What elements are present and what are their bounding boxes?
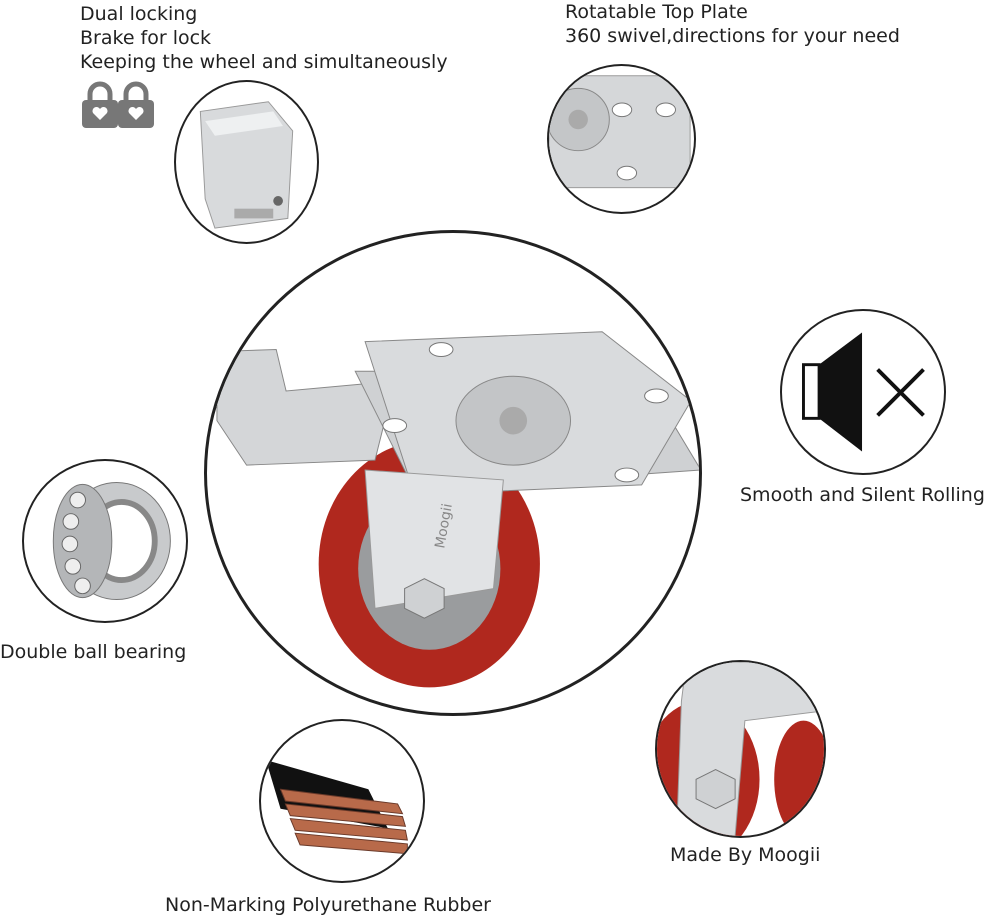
top-plate-line-1: Rotatable Top Plate [565, 1, 748, 23]
made-by-label: Made By Moogii [670, 844, 821, 866]
locking-line-1: Dual locking [80, 3, 198, 25]
ball-bearing-label: Double ball bearing [0, 641, 187, 663]
rubber-layers-image [259, 719, 425, 883]
moogii-detail-image [655, 660, 826, 838]
caster-wheel-main-image: Moogii [204, 230, 702, 716]
top-plate-detail-image [547, 64, 696, 214]
silent-rolling-image [780, 309, 946, 475]
locking-line-3: Keeping the wheel and simultaneously [80, 51, 448, 73]
silent-rolling-label: Smooth and Silent Rolling [740, 484, 985, 506]
brand-mark: Moogii [432, 502, 456, 549]
top-plate-line-2: 360 swivel,directions for your need [565, 25, 900, 47]
locking-line-2: Brake for lock [80, 27, 212, 49]
locking-feature-text: Dual locking Brake for lock Keeping the … [80, 2, 448, 74]
ball-bearing-image [22, 459, 188, 623]
padlock-hearts-icon [82, 81, 154, 128]
rubber-label: Non-Marking Polyurethane Rubber [165, 894, 491, 916]
brake-detail-image [174, 80, 319, 244]
top-plate-feature-text: Rotatable Top Plate 360 swivel,direction… [565, 0, 900, 48]
speaker-mute-icon [802, 332, 925, 452]
